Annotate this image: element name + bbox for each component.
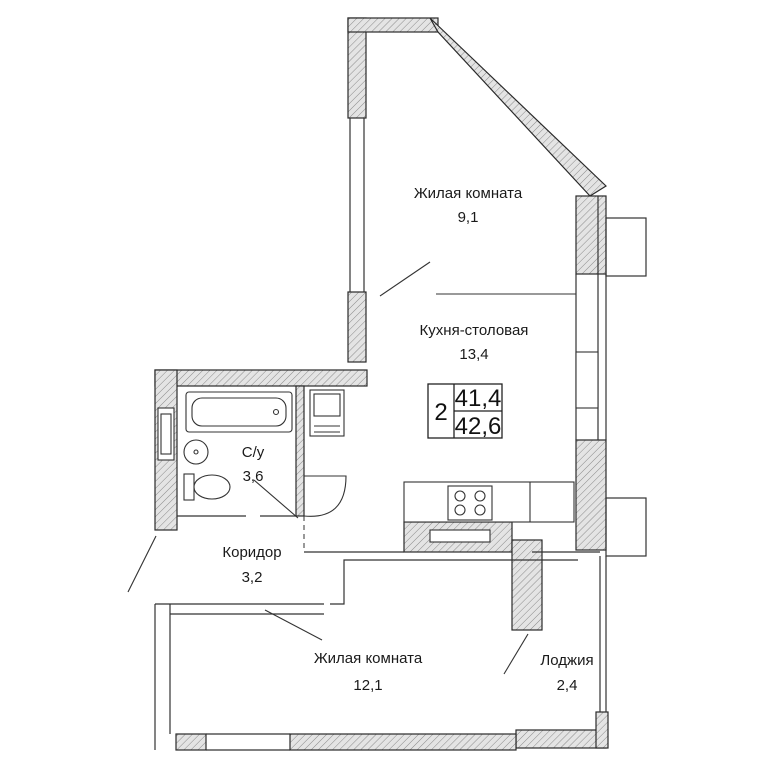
wall-diagonal bbox=[429, 17, 607, 197]
room-name-living-bottom: Жилая комната bbox=[314, 650, 423, 667]
door-swing-bath bbox=[303, 475, 347, 517]
room-name-corridor: Коридор bbox=[222, 544, 281, 561]
wall-loggia-bottom bbox=[515, 729, 607, 749]
room-name-kitchen: Кухня-столовая bbox=[420, 322, 529, 339]
wall-bottom-mid bbox=[289, 733, 517, 751]
wall-top bbox=[347, 17, 439, 33]
toilet-bowl bbox=[193, 474, 231, 500]
wall-loggia-right bbox=[595, 711, 609, 749]
apartment-summary: 2 41,4 42,6 bbox=[427, 383, 503, 440]
room-area-living-bottom: 12,1 bbox=[353, 677, 382, 694]
door-lower-room bbox=[264, 609, 323, 641]
room-name-loggia: Лоджия bbox=[540, 652, 593, 669]
room-area-kitchen: 13,4 bbox=[459, 346, 488, 363]
room-area-bathroom: 3,6 bbox=[243, 468, 264, 485]
wall-bottom-left bbox=[175, 733, 207, 751]
wall-bath-top bbox=[154, 369, 368, 387]
walls bbox=[154, 17, 609, 751]
room-area-loggia: 2,4 bbox=[557, 677, 578, 694]
room-labels: Жилая комната 9,1 Кухня-столовая 13,4 С/… bbox=[222, 185, 593, 694]
radiator bbox=[429, 529, 491, 543]
wall-right-lower bbox=[575, 439, 607, 551]
room-outlines bbox=[154, 118, 647, 751]
room-name-bathroom: С/у bbox=[242, 444, 265, 461]
fixtures bbox=[157, 351, 599, 543]
room-name-living-top: Жилая комната bbox=[414, 185, 523, 202]
door-entry bbox=[127, 535, 157, 593]
hob bbox=[447, 485, 493, 521]
room-count: 2 bbox=[434, 399, 447, 426]
wall-upper-left bbox=[347, 17, 367, 119]
total-area-value: 42,6 bbox=[455, 413, 502, 440]
doors bbox=[127, 261, 576, 675]
door-loggia bbox=[503, 633, 529, 675]
living-area-value: 41,4 bbox=[455, 385, 502, 412]
dashed-openings bbox=[303, 516, 344, 553]
wall-upper-left-lower bbox=[347, 291, 367, 363]
room-area-living-top: 9,1 bbox=[458, 209, 479, 226]
wall-bath-right bbox=[295, 385, 305, 517]
wall-loggia-left bbox=[511, 539, 543, 631]
door-bathroom bbox=[253, 479, 299, 519]
wall-right-upper bbox=[575, 195, 607, 275]
door-upper-room bbox=[379, 261, 431, 297]
room-area-corridor: 3,2 bbox=[242, 569, 263, 586]
toilet-tank bbox=[183, 473, 195, 501]
